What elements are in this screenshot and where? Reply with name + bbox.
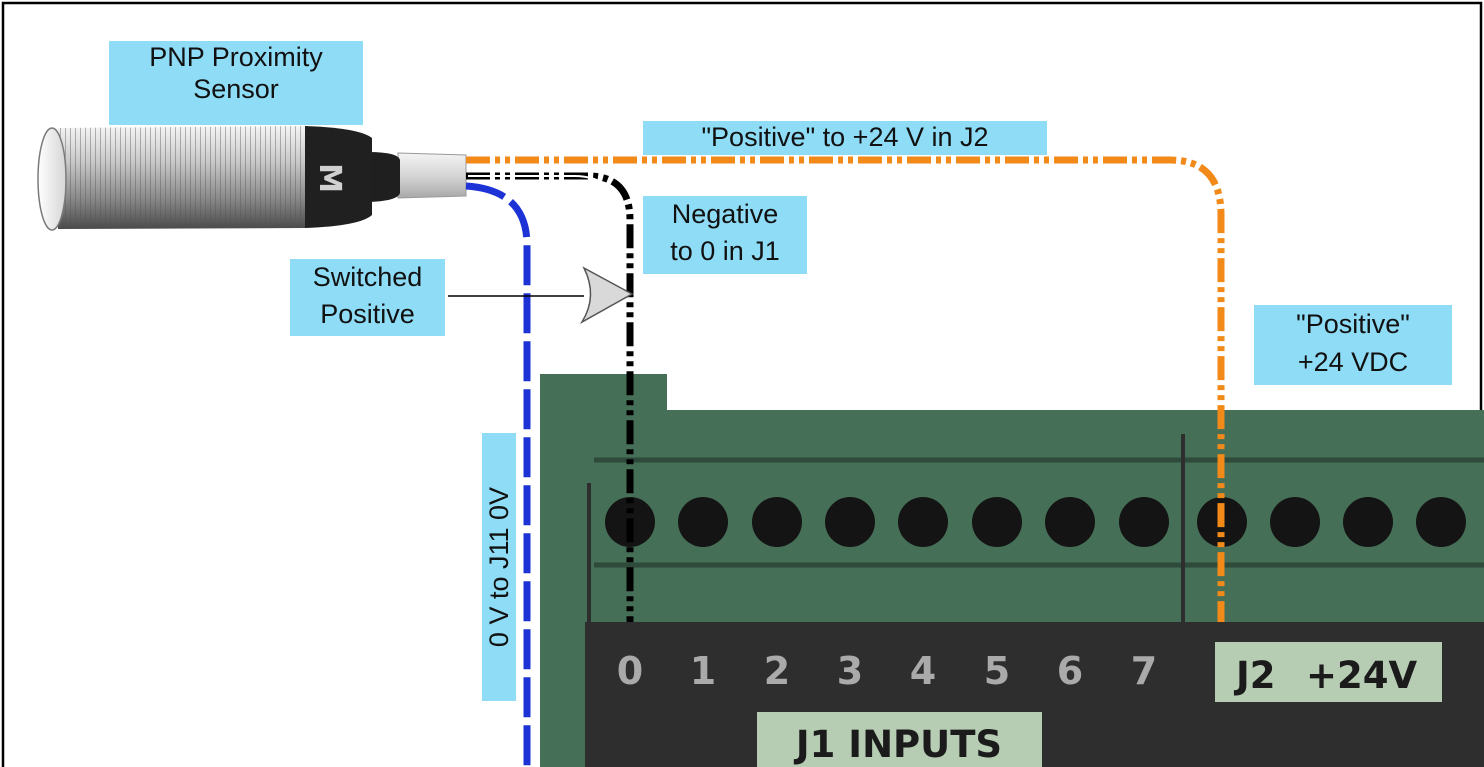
j1-inputs-label: J1 INPUTS — [793, 723, 1002, 766]
switched-positive-label: Switched Positive — [290, 259, 445, 336]
terminal-board: 0 1 2 3 4 5 6 7 J2 +24V J1 INPUTS — [540, 374, 1484, 767]
sensor-threads — [58, 126, 305, 229]
sensor-title: PNP Proximity Sensor — [109, 41, 363, 125]
sensor-face — [37, 127, 67, 231]
j2-label: J2 — [1233, 654, 1276, 697]
switched-label-line1: Switched — [312, 262, 423, 292]
sensor-title-line2: Sensor — [193, 74, 279, 104]
pnp-proximity-sensor: M — [37, 126, 470, 231]
terminal-number: 3 — [837, 649, 863, 693]
positive-vdc-line1: "Positive" — [1296, 309, 1410, 339]
sensor-cable — [397, 152, 467, 199]
terminal-screw — [752, 497, 802, 547]
sensor-logo: M — [312, 163, 347, 193]
positive-wire-orange — [466, 156, 1225, 622]
pointer-arrowhead — [579, 266, 634, 325]
terminal-number: 5 — [984, 649, 1010, 693]
switched-positive-pointer — [448, 266, 634, 325]
terminal-number: 1 — [690, 649, 716, 693]
negative-wire-black — [466, 172, 634, 622]
switched-label-line2: Positive — [320, 299, 415, 329]
terminal-screw — [898, 497, 948, 547]
j1-tag — [757, 712, 1042, 767]
terminal-screw — [678, 497, 728, 547]
terminal-number: 6 — [1057, 649, 1083, 693]
terminal-screw — [1270, 497, 1320, 547]
terminal-screw — [825, 497, 875, 547]
sensor-wires — [465, 156, 1225, 767]
terminal-number: 4 — [910, 649, 936, 693]
terminal-screw — [1045, 497, 1095, 547]
positive-vdc-label: "Positive" +24 VDC — [1254, 305, 1452, 385]
terminal-screw — [972, 497, 1022, 547]
negative-wire-label: Negative to 0 in J1 — [643, 196, 807, 274]
negative-wire-highlight — [468, 175, 619, 300]
positive-wire-label: "Positive" to +24 V in J2 — [643, 121, 1047, 155]
j2-tag — [1215, 642, 1442, 702]
terminal-screws — [605, 497, 1466, 547]
terminal-number: 0 — [617, 649, 643, 693]
terminal-number: 7 — [1131, 649, 1157, 693]
sensor-cap-rear — [368, 152, 400, 202]
sensor-cap — [305, 126, 372, 228]
zero-v-label: 0 V to J11 0V — [482, 433, 516, 701]
terminal-screw — [1343, 497, 1393, 547]
j2-voltage: +24V — [1306, 654, 1417, 697]
terminal-screw — [1416, 497, 1466, 547]
sensor-title-line1: PNP Proximity — [149, 42, 323, 72]
negative-label-line2: to 0 in J1 — [670, 236, 780, 266]
terminal-number: 2 — [764, 649, 790, 693]
positive-vdc-line2: +24 VDC — [1297, 347, 1409, 377]
negative-label-line1: Negative — [671, 199, 779, 229]
terminal-numbers: 0 1 2 3 4 5 6 7 — [617, 649, 1157, 693]
zero-v-wire-blue — [465, 182, 531, 767]
terminal-screw — [1119, 497, 1169, 547]
